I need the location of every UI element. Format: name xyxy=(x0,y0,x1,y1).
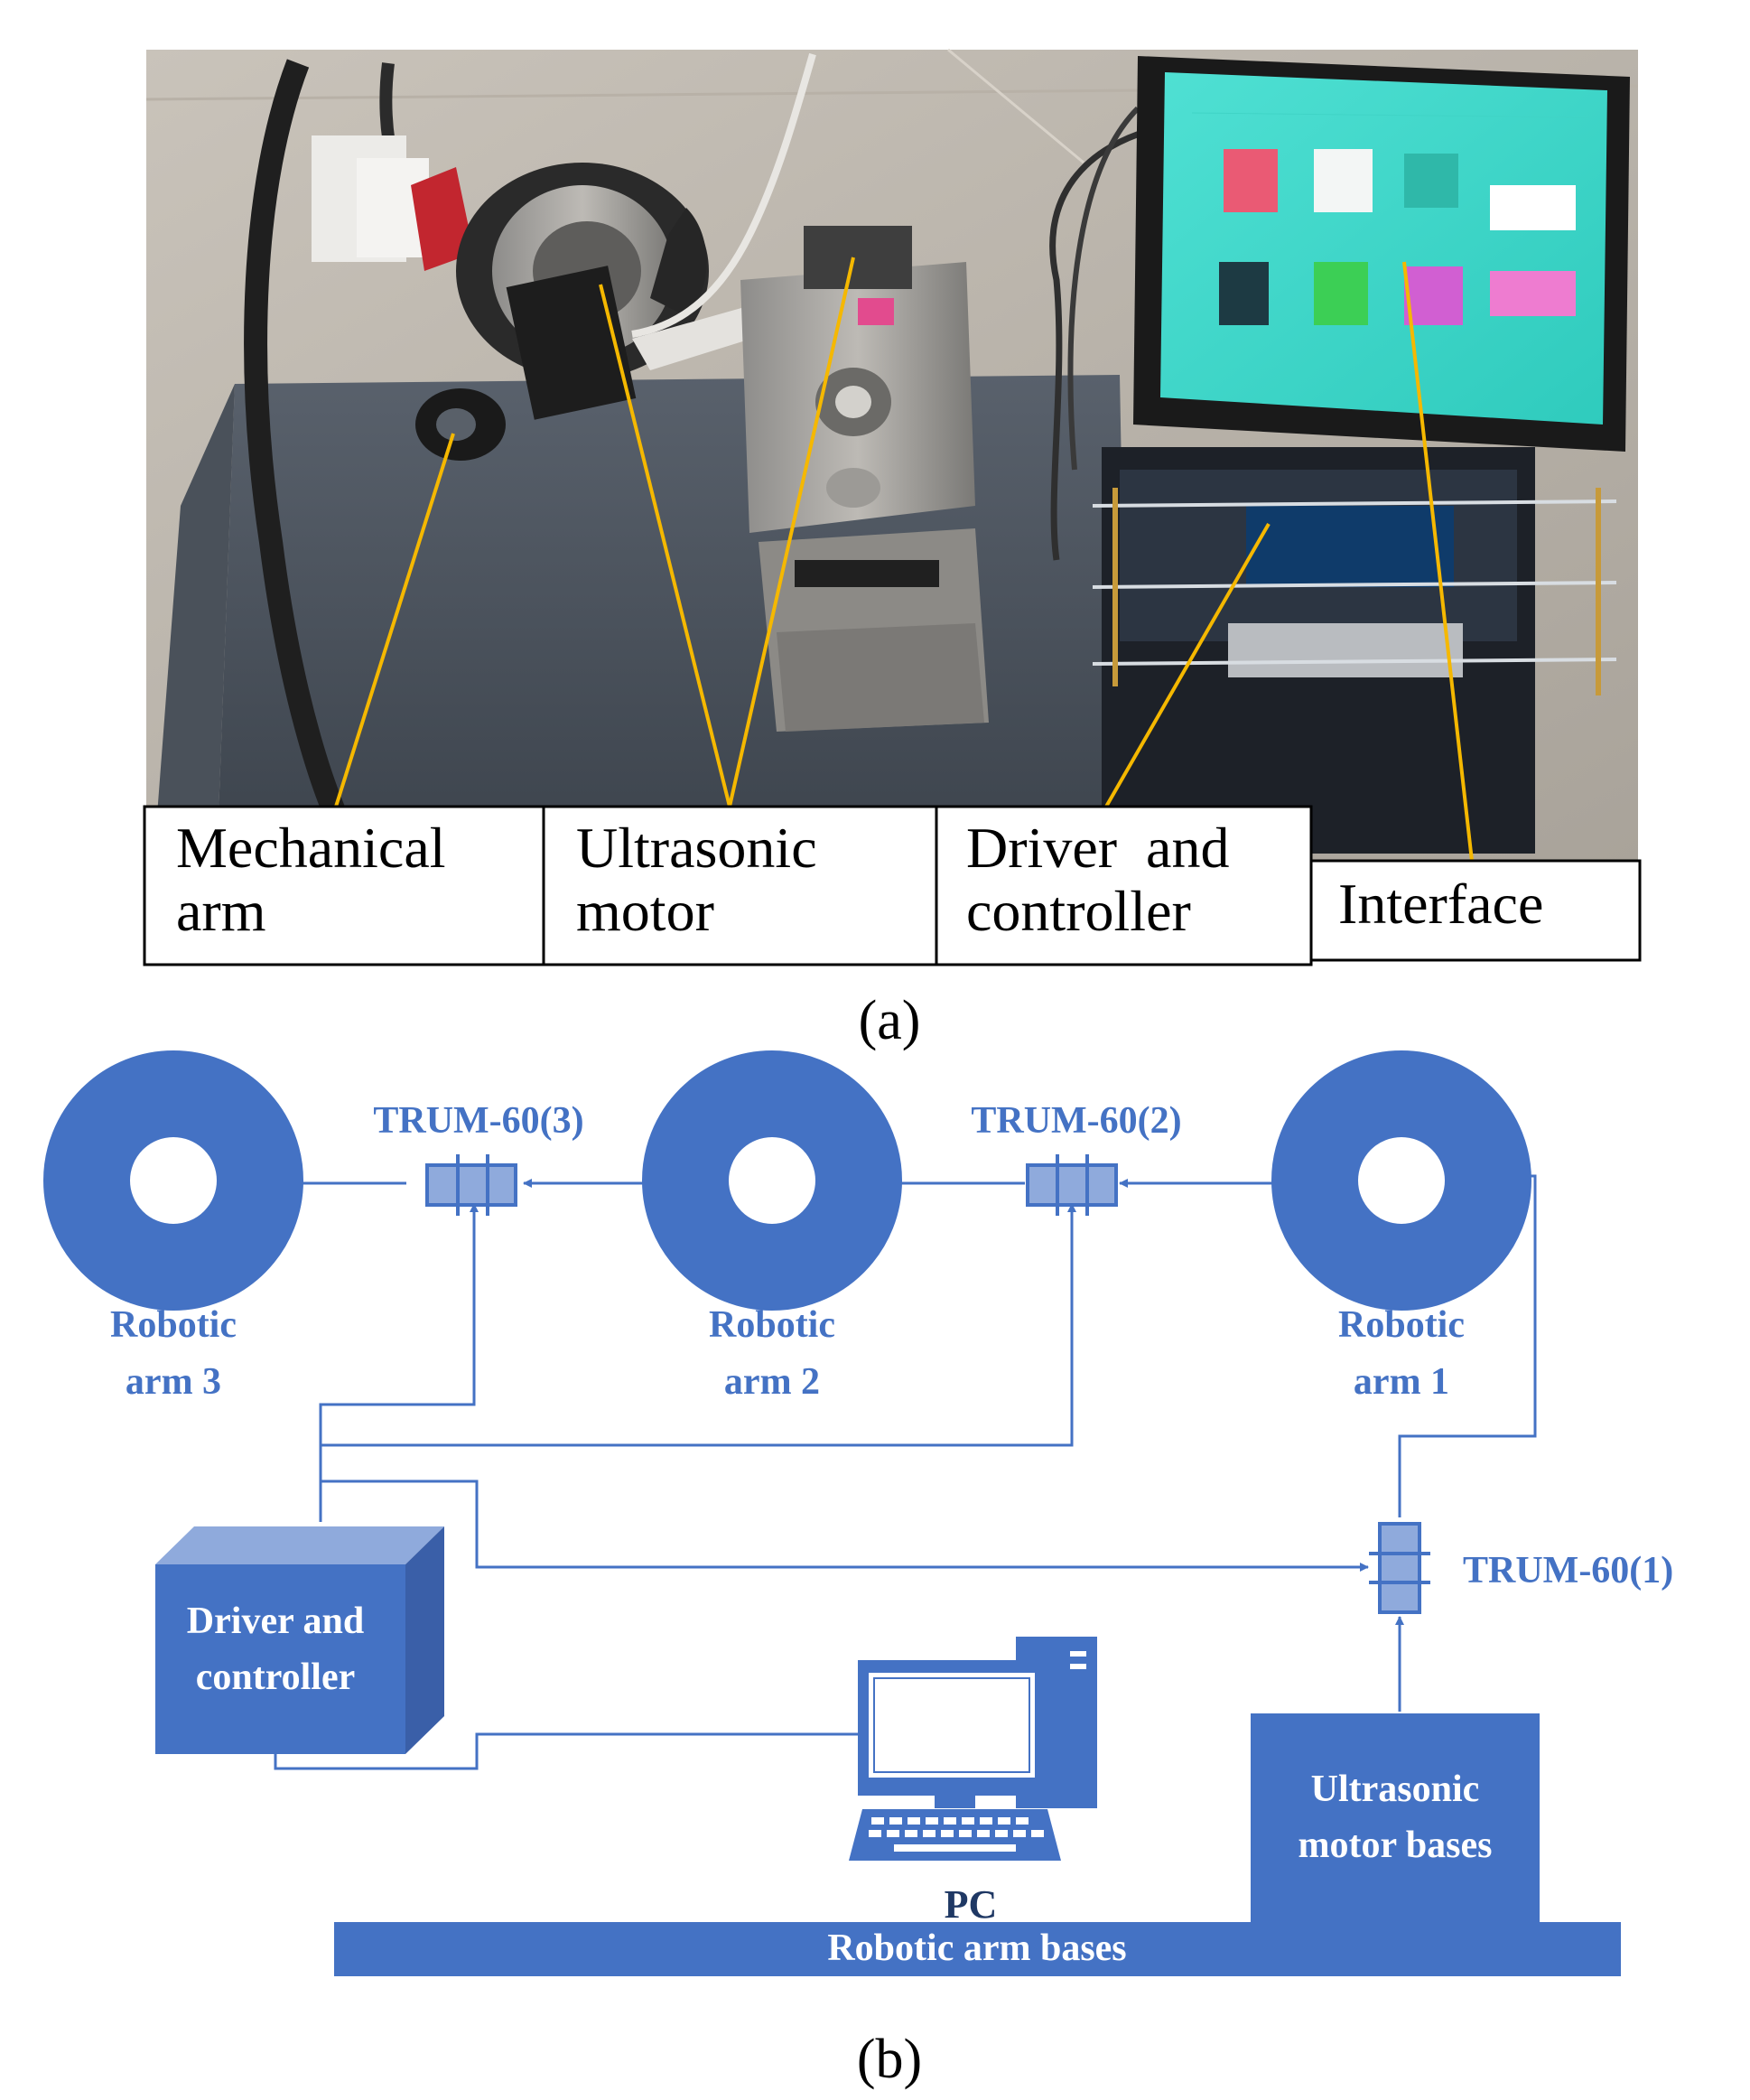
panel-b: Robotic arm 3 Robotic arm 2 Robotic arm … xyxy=(43,1050,1673,2090)
leader-lines xyxy=(334,257,1474,862)
arm-bases-label: Robotic arm bases xyxy=(827,1927,1126,1969)
leader-line-ultrasonic-motor-1 xyxy=(599,284,731,807)
photo-label-driver-and-controller: Driver and controller xyxy=(935,805,1313,966)
photo-label-text: Driver and xyxy=(966,816,1229,880)
arm-label: Robotic xyxy=(709,1304,835,1346)
arm-ring-icon xyxy=(43,1050,303,1311)
robotic-arm-1: Robotic arm 1 xyxy=(1271,1050,1531,1403)
photo-label-text: arm xyxy=(176,879,266,943)
photo-label-ultrasonic-motor: Ultrasonic motor xyxy=(542,805,938,966)
driver-label: Driver and xyxy=(187,1601,364,1642)
leader-line-mechanical-arm xyxy=(334,433,455,807)
panel-a: Mechanical arm Ultrasonic motor Driver a… xyxy=(143,48,1642,1051)
leader-line-driver xyxy=(1104,523,1271,807)
robotic-arm-2: Robotic arm 2 xyxy=(642,1050,902,1403)
arm-label: arm 3 xyxy=(126,1361,221,1403)
motor-icon xyxy=(425,1163,517,1207)
motor-trum-60-3: TRUM-60(3) xyxy=(373,1100,584,1216)
photo-label-mechanical-arm: Mechanical arm xyxy=(143,805,545,966)
photo-label-text: Ultrasonic xyxy=(576,816,817,880)
arm-ring-icon xyxy=(1271,1050,1531,1311)
setup-photo xyxy=(145,48,1639,870)
driver-label: controller xyxy=(196,1657,356,1698)
arm-label: Robotic xyxy=(1338,1304,1465,1346)
motor-icon xyxy=(1026,1163,1118,1207)
driver-and-controller-box: Driver and controller xyxy=(155,1526,444,1754)
arm-label: Robotic xyxy=(110,1304,237,1346)
leader-line-ultrasonic-motor-2 xyxy=(728,257,855,807)
ultrasonic-motor-bases-box: Ultrasonic motor bases xyxy=(1251,1713,1540,1935)
motor-bases-label: motor bases xyxy=(1298,1825,1492,1866)
arm-ring-icon xyxy=(642,1050,902,1311)
photo-label-interface: Interface xyxy=(1309,859,1642,962)
motor-trum-60-1: TRUM-60(1) xyxy=(1369,1522,1673,1614)
motor-label: TRUM-60(3) xyxy=(373,1100,583,1142)
robotic-arm-3: Robotic arm 3 xyxy=(43,1050,303,1403)
leader-line-interface xyxy=(1402,261,1474,862)
photo-label-text: motor xyxy=(576,879,714,943)
pc-label: PC xyxy=(945,1882,998,1927)
pc-icon: PC xyxy=(849,1637,1097,1927)
panel-b-caption: (b) xyxy=(857,2029,922,2090)
panel-a-caption: (a) xyxy=(859,990,921,1051)
motor-trum-60-2: TRUM-60(2) xyxy=(971,1100,1182,1216)
motor-label: TRUM-60(1) xyxy=(1463,1550,1673,1591)
motor-icon xyxy=(1378,1522,1421,1614)
motor-bases-label: Ultrasonic xyxy=(1311,1769,1480,1810)
arm-label: arm 2 xyxy=(724,1361,820,1403)
photo-label-text: Interface xyxy=(1338,872,1543,936)
arm-label: arm 1 xyxy=(1354,1361,1449,1403)
motor-label: TRUM-60(2) xyxy=(971,1100,1181,1142)
photo-label-text: controller xyxy=(966,879,1191,943)
photo-label-text: Mechanical xyxy=(176,816,446,880)
